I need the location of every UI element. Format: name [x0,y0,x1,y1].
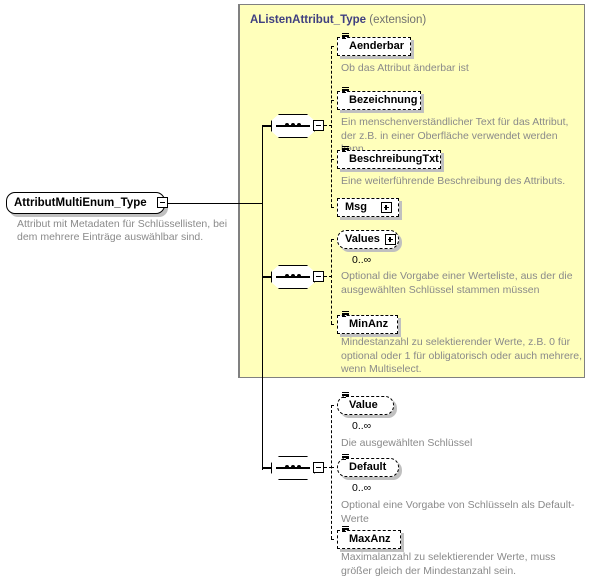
attribute-lines-icon [342,87,349,94]
node-label-values: Values [345,233,380,245]
branch-line-beschreibungtxt [331,159,340,160]
attribute-lines-icon [342,146,349,153]
node-value[interactable] [337,396,394,415]
branch-line-msg [331,207,340,208]
sequence-dot [297,274,301,278]
root-connector-line [168,202,263,204]
root-documentation: Attribut mit Metadaten für Schlüssellist… [17,218,228,243]
sequence-1-outlet [324,125,332,127]
sequence-1-inlet [262,125,272,127]
sequence-dot [291,123,295,127]
main-spine-line [261,126,263,470]
node-values-expand-icon[interactable] [385,234,396,245]
node-beschreibungtxt[interactable] [337,150,441,169]
node-doc-default: Optional eine Vorgabe von Schlüsseln als… [341,499,575,525]
group-1-tree-spine [331,46,332,207]
attribute-lines-icon [342,454,349,461]
node-label-default: Default [349,461,387,473]
node-label-bezeichnung: Bezeichnung [349,94,418,106]
sequence-dot [297,123,301,127]
sequence-dot [297,465,301,469]
sequence-2-inlet [262,276,272,278]
node-label-msg: Msg [345,201,367,213]
node-aenderbar[interactable] [337,37,411,56]
sequence-3-collapse-icon[interactable] [313,462,324,473]
attribute-lines-icon [342,311,349,318]
node-msg-expand-icon[interactable] [381,202,392,213]
sequence-2-outlet [324,276,332,278]
node-bezeichnung[interactable] [337,91,421,110]
cardinality-default: 0..∞ [352,482,372,494]
node-maxanz[interactable] [337,530,401,549]
attribute-lines-icon [342,33,349,40]
sequence-compositor-2[interactable] [271,265,318,292]
node-label-minanz: MinAnz [349,318,389,330]
cardinality-values: 0..∞ [352,254,372,266]
node-doc-aenderbar: Ob das Attribut änderbar ist [341,62,469,74]
group-2-tree-spine [331,239,332,324]
cardinality-value: 0..∞ [352,420,372,432]
root-collapse-icon[interactable] [157,197,168,208]
extension-kind-label: (extension) [369,14,427,26]
extension-panel [238,4,585,378]
node-minanz[interactable] [337,315,398,334]
node-values[interactable] [337,230,399,249]
attribute-lines-icon [342,392,349,399]
sequence-compositor-3[interactable] [271,456,318,483]
branch-line-default [331,467,340,468]
node-doc-minanz: Mindestanzahl zu selektierender Werte, z… [341,336,583,375]
sequence-dot [285,274,289,278]
branch-line-value [331,405,340,406]
sequence-dot [291,274,295,278]
extension-type-title: AListenAttribut_Type (extension) [250,14,426,26]
sequence-compositor-1[interactable] [271,114,318,141]
sequence-dot [291,465,295,469]
node-label-value: Value [349,399,378,411]
branch-line-aenderbar [331,46,340,47]
branch-line-bezeichnung [331,100,340,101]
node-doc-value: Die ausgewählten Schlüssel [341,437,473,449]
branch-line-minanz [331,324,340,325]
branch-line-values [331,239,340,240]
sequence-1-collapse-icon[interactable] [313,120,324,131]
sequence-dot [285,465,289,469]
node-label-maxanz: MaxAnz [349,533,391,545]
attribute-lines-icon [342,526,349,533]
node-label-beschreibungtxt: BeschreibungTxt [349,153,439,165]
sequence-3-outlet [324,467,332,469]
branch-line-maxanz [331,539,340,540]
node-label-aenderbar: Aenderbar [349,40,405,52]
extension-type-name: AListenAttribut_Type [250,14,367,26]
sequence-3-inlet [262,467,272,469]
node-doc-values: Optional die Vorgabe einer Werteliste, a… [341,270,573,296]
sequence-2-collapse-icon[interactable] [313,271,324,282]
group-3-tree-spine [331,405,332,539]
node-default[interactable] [337,458,399,477]
root-type-label: AttributMultiEnum_Type [14,197,147,209]
node-doc-maxanz: Maximalanzahl zu selektierender Werte, m… [341,551,556,577]
node-doc-beschreibungtxt: Eine weiterführende Beschreibung des Att… [341,175,566,187]
sequence-dot [285,123,289,127]
